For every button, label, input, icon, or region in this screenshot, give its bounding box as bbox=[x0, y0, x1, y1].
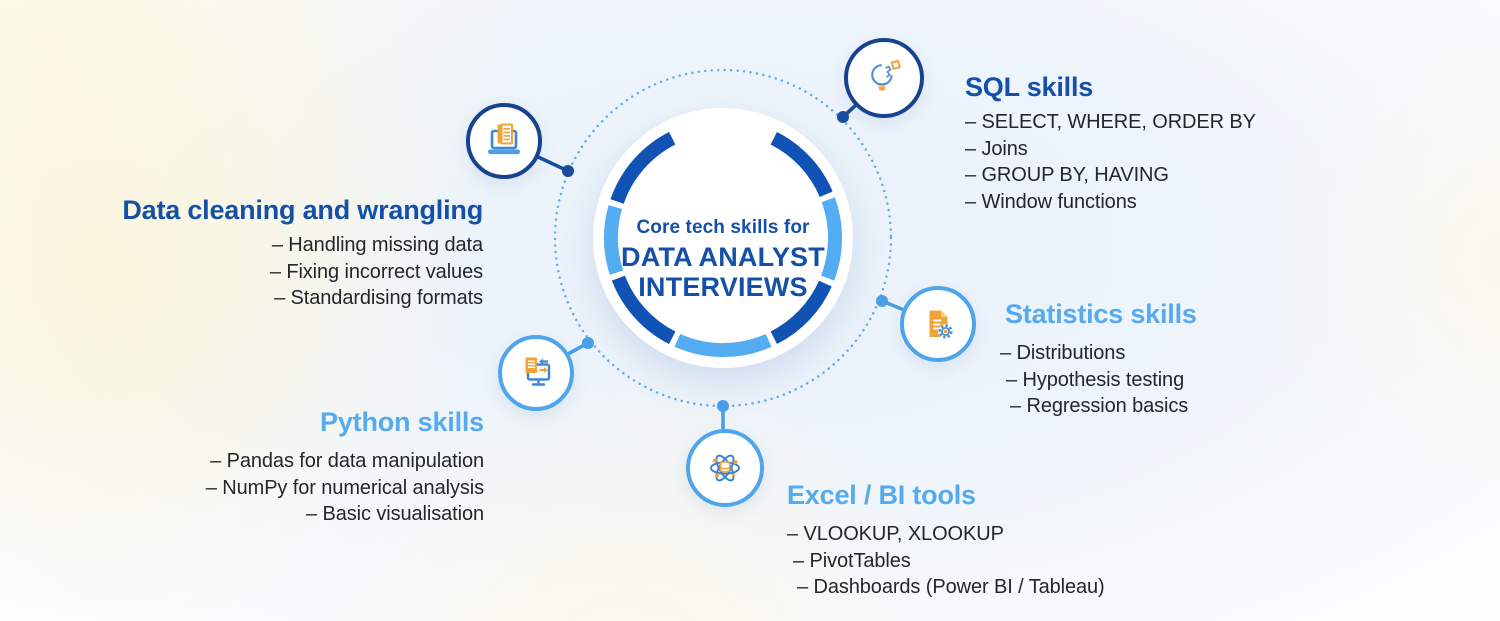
dotted-orbit-circle bbox=[553, 68, 893, 408]
section-title-sql-skills: SQL skills bbox=[965, 72, 1094, 102]
central-hub: Core tech skills for DATA ANALYST INTERV… bbox=[593, 108, 853, 368]
list-item: – GROUP BY, HAVING bbox=[965, 164, 1169, 186]
list-item: – Window functions bbox=[965, 190, 1137, 213]
connector-node-sql bbox=[837, 111, 849, 123]
laptop-document-icon bbox=[488, 123, 520, 155]
section-statistics-skills: Statistics skills – Distributions – Hypo… bbox=[1000, 297, 1197, 420]
hub-subtitle: Core tech skills for bbox=[636, 217, 810, 238]
segmented-ring bbox=[604, 131, 843, 358]
section-title-data-cleaning: Data cleaning and wrangling bbox=[122, 195, 483, 225]
excel-icon-circle bbox=[686, 429, 764, 507]
list-item: – VLOOKUP, XLOOKUP bbox=[787, 523, 1004, 545]
document-transfer-monitor-icon bbox=[525, 357, 551, 386]
section-sql-skills: SQL skills – SELECT, WHERE, ORDER BY – J… bbox=[965, 70, 1256, 215]
section-excel-bi-tools: Excel / BI tools – VLOOKUP, XLOOKUP – Pi… bbox=[787, 478, 1105, 601]
list-item: – PivotTables bbox=[793, 549, 911, 572]
sql-icon-circle bbox=[844, 38, 924, 118]
list-item: – SELECT, WHERE, ORDER BY bbox=[965, 111, 1256, 133]
connector-node-python bbox=[582, 337, 594, 349]
python-icon-circle bbox=[498, 335, 574, 411]
hub-title-line-2: INTERVIEWS bbox=[638, 272, 808, 302]
list-item: – Standardising formats bbox=[274, 287, 483, 309]
cleaning-icon-circle bbox=[466, 103, 542, 179]
section-list-statistics-skills: – Distributions – Hypothesis testing – R… bbox=[1000, 340, 1197, 420]
hub-title-line-1: DATA ANALYST bbox=[621, 242, 825, 272]
connector-node-statistics bbox=[876, 295, 888, 307]
statistics-icon-circle bbox=[900, 286, 976, 362]
section-list-python-skills: – Pandas for data manipulation – NumPy f… bbox=[206, 448, 484, 528]
lightbulb-puzzle-icon bbox=[871, 59, 901, 91]
list-item: – Hypothesis testing bbox=[1006, 368, 1185, 391]
section-data-cleaning: Data cleaning and wrangling – Handling m… bbox=[122, 193, 483, 312]
list-item: – Distributions bbox=[1000, 342, 1126, 364]
section-list-data-cleaning: – Handling missing data – Fixing incorre… bbox=[122, 232, 483, 312]
section-title-python-skills: Python skills bbox=[320, 407, 484, 437]
section-python-skills: Python skills – Pandas for data manipula… bbox=[206, 405, 484, 528]
connector-node-excel bbox=[717, 400, 729, 412]
section-title-statistics-skills: Statistics skills bbox=[1005, 299, 1197, 329]
list-item: – Regression basics bbox=[1010, 395, 1189, 417]
connector-node-cleaning bbox=[562, 165, 574, 177]
document-gear-icon bbox=[929, 310, 953, 339]
section-list-excel-bi-tools: – VLOOKUP, XLOOKUP – PivotTables – Dashb… bbox=[787, 521, 1105, 601]
list-item: – Dashboards (Power BI / Tableau) bbox=[797, 576, 1105, 598]
hub-title: Core tech skills for DATA ANALYST INTERV… bbox=[593, 218, 853, 301]
section-list-sql-skills: – SELECT, WHERE, ORDER BY – Joins – GROU… bbox=[965, 109, 1256, 215]
list-item: – Fixing incorrect values bbox=[269, 260, 483, 283]
section-title-excel-bi-tools: Excel / BI tools bbox=[787, 480, 976, 510]
list-item: – Basic visualisation bbox=[306, 503, 484, 525]
atom-database-icon bbox=[710, 454, 740, 482]
list-item: – Handling missing data bbox=[271, 234, 483, 256]
list-item: – Pandas for data manipulation bbox=[210, 450, 484, 472]
list-item: – NumPy for numerical analysis bbox=[205, 476, 484, 499]
list-item: – Joins bbox=[965, 137, 1028, 160]
